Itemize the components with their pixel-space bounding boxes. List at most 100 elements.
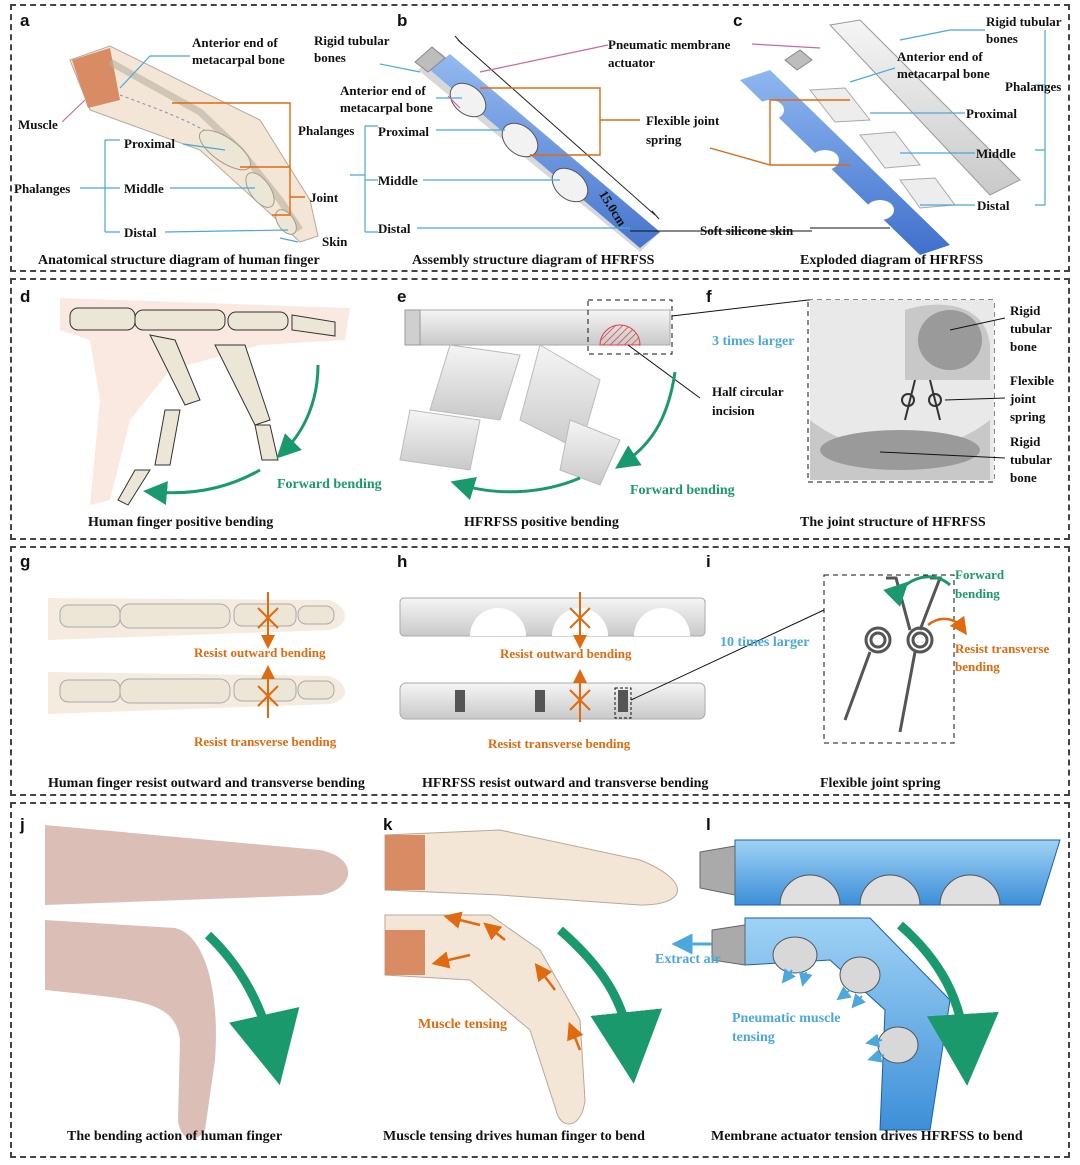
panel-e-zoom-box [587, 299, 673, 355]
f-rigid-b-label-3: bone [1010, 470, 1037, 485]
c-caption: Exploded diagram of HFRFSS [800, 253, 984, 268]
panel-h-devices [399, 597, 706, 720]
panel-c-exploded-parts [740, 19, 1021, 255]
e-half-label-1: Half circular [712, 384, 784, 399]
panel-letter-k: k [383, 815, 393, 834]
b-pneumatic-label-1: Pneumatic membrane [608, 37, 731, 52]
c-anterior-label-1: Anterior end of [897, 49, 983, 64]
row-1-frame [10, 4, 1070, 272]
h-transverse-label: Resist transverse bending [488, 736, 631, 751]
c-phalanges-label: Phalanges [1005, 79, 1062, 94]
l-caption: Membrane actuator tension drives HFRFSS … [711, 1129, 1023, 1144]
b-rigid-label-2: bones [314, 50, 346, 65]
i-caption: Flexible joint spring [820, 776, 941, 791]
l-extract-label: Extract air [655, 952, 721, 967]
panel-j-finger-photos [45, 825, 349, 1139]
panel-i-zoom-box [823, 574, 955, 744]
panel-a-finger-illustration [69, 45, 319, 243]
c-middle-label: Middle [976, 146, 1016, 161]
f-rigid-a-label-3: bone [1010, 339, 1037, 354]
panel-letter-g: g [20, 552, 31, 571]
f-caption: The joint structure of HFRFSS [800, 515, 986, 530]
a-proximal-label: Proximal [124, 136, 176, 151]
g-outward-label: Resist outward bending [194, 645, 326, 660]
b-skin-label: Soft silicone skin [700, 223, 794, 238]
a-distal-label: Distal [124, 225, 157, 240]
a-muscle-label: Muscle [18, 117, 58, 132]
c-proximal-label: Proximal [966, 106, 1018, 121]
b-flexible-label-1: Flexible joint [646, 113, 720, 128]
b-rigid-label-1: Rigid tubular [314, 33, 390, 48]
panel-letter-d: d [20, 287, 31, 306]
l-pneumatic-label-1: Pneumatic muscle [732, 1011, 841, 1026]
b-phalanges-label: Phalanges [298, 123, 355, 138]
f-flex-label-3: spring [1010, 409, 1046, 424]
a-anterior-label-1: Anterior end of [192, 35, 278, 50]
panel-k-tension-arrows [431, 911, 584, 1051]
f-flex-label-2: joint [1010, 391, 1036, 406]
b-pneumatic-label-2: actuator [608, 55, 655, 70]
d-caption: Human finger positive bending [88, 515, 274, 530]
h-outward-label: Resist outward bending [500, 646, 632, 661]
b-anterior-label-1: Anterior end of [340, 83, 426, 98]
panel-k-finger-anatomy [384, 829, 678, 1125]
panel-g-fingers [48, 598, 345, 714]
f-flex-label-1: Flexible [1010, 373, 1055, 388]
j-caption: The bending action of human finger [67, 1129, 283, 1144]
panel-letter-f: f [706, 287, 712, 306]
a-phalanges-label: Phalanges [14, 181, 71, 196]
panel-letter-e: e [397, 287, 407, 306]
e-forward-label: Forward bending [630, 483, 735, 498]
row-2-frame [10, 278, 1070, 540]
i-resist-label-2: bending [955, 659, 1000, 674]
i-resist-label-1: Resist transverse [955, 641, 1050, 656]
b-middle-label: Middle [378, 173, 418, 188]
g-transverse-label: Resist transverse bending [194, 734, 337, 749]
b-distal-label: Distal [378, 221, 411, 236]
c-anterior-label-2: metacarpal bone [897, 66, 990, 81]
panel-letter-b: b [397, 11, 408, 30]
i-larger-label: 10 times larger [720, 635, 810, 650]
panel-a-joint-lines [172, 102, 305, 216]
i-forward-label-2: bending [955, 586, 1000, 601]
h-caption: HFRFSS resist outward and transverse ben… [422, 776, 709, 791]
b-flexible-label-2: spring [646, 132, 682, 147]
panel-b-spring-lines [480, 87, 640, 156]
panel-b-leader-lines [350, 63, 630, 233]
b-anterior-label-2: metacarpal bone [340, 100, 433, 115]
d-forward-label: Forward bending [277, 477, 382, 492]
l-pneumatic-label-2: tensing [732, 1030, 775, 1045]
c-rigid-label-2: bones [986, 31, 1018, 46]
e-larger-label: 3 times larger [712, 334, 795, 349]
f-rigid-a-label-2: tubular [1010, 321, 1052, 336]
f-rigid-b-label-1: Rigid [1010, 434, 1041, 449]
panel-letter-j: j [20, 815, 25, 834]
row-4-frame [10, 802, 1070, 1158]
a-anterior-label-2: metacarpal bone [192, 52, 285, 67]
panel-d-finger-bending [60, 298, 350, 506]
a-caption: Anatomical structure diagram of human fi… [38, 253, 320, 268]
panel-l-actuator [699, 839, 1061, 1131]
f-rigid-b-label-2: tubular [1010, 452, 1052, 467]
panel-c-leader-lines [849, 29, 1046, 206]
panel-c-spring-lines [709, 99, 850, 166]
e-caption: HFRFSS positive bending [464, 515, 619, 530]
g-caption: Human finger resist outward and transver… [48, 776, 365, 791]
c-distal-label: Distal [977, 198, 1010, 213]
panel-letter-h: h [397, 552, 408, 571]
e-half-label-2: incision [712, 403, 755, 418]
a-joint-label: Joint [310, 190, 339, 205]
f-rigid-a-label-1: Rigid [1010, 303, 1041, 318]
b-proximal-label: Proximal [378, 124, 430, 139]
panel-l-pressure-arrows [781, 968, 885, 1063]
panel-i-spring [843, 576, 943, 733]
panel-letter-i: i [706, 552, 711, 571]
row-3-frame [10, 546, 1070, 796]
panel-f-joint [807, 299, 995, 483]
k-caption: Muscle tensing drives human finger to be… [383, 1129, 645, 1144]
panel-b-device [414, 35, 660, 252]
i-forward-label-1: Forward [955, 567, 1005, 582]
b-caption: Assembly structure diagram of HFRFSS [412, 253, 655, 268]
panel-letter-a: a [20, 11, 30, 30]
